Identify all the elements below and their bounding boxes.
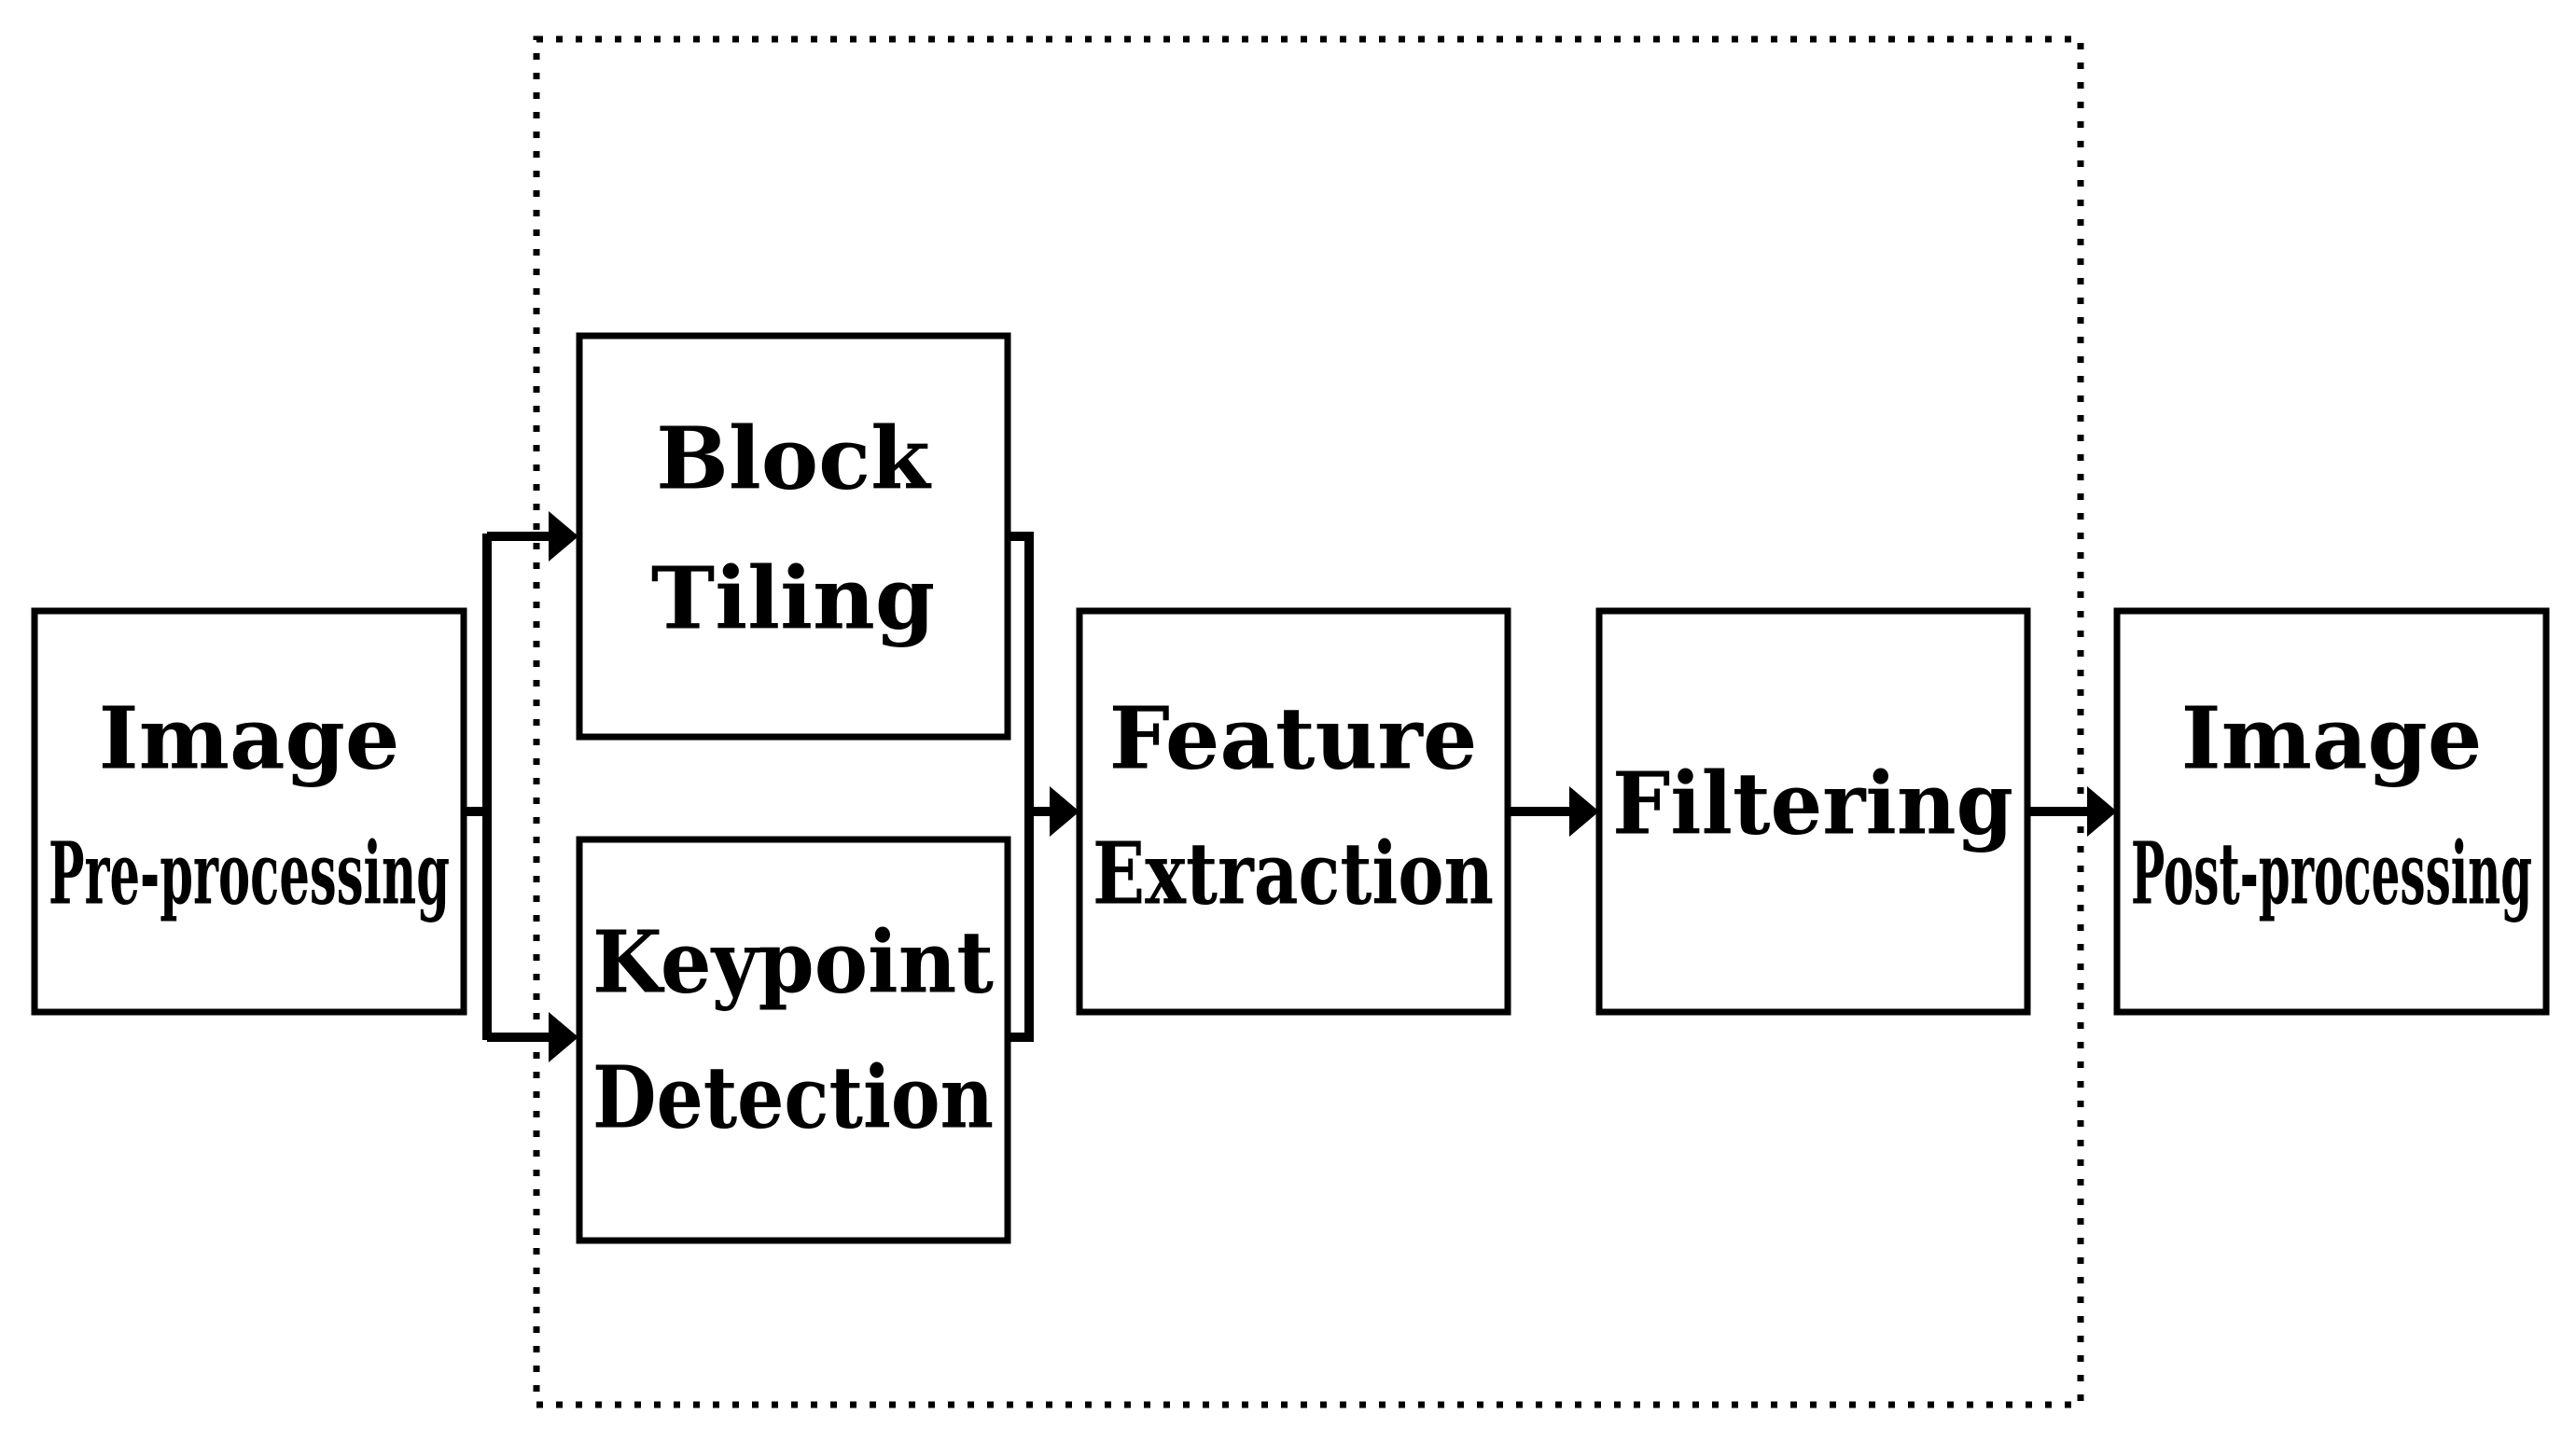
block-keypoint-detection-line2: Detection	[592, 1047, 994, 1148]
arrowhead-keypoint-detection	[549, 1012, 578, 1062]
block-image-preprocessing-line2: Pre-processing	[49, 824, 450, 924]
block-image-postprocessing: Image Post-processing	[2113, 607, 2550, 1016]
block-filtering-frame	[1595, 607, 2031, 1016]
arrowhead-filtering	[1569, 786, 1599, 837]
block-image-preprocessing-line1: Image	[99, 688, 400, 789]
block-keypoint-detection-frame	[576, 836, 1011, 1244]
block-image-preprocessing: Image Pre-processing	[31, 607, 467, 1016]
block-image-postprocessing-frame	[2113, 607, 2550, 1016]
block-block-tiling-line1: Block	[656, 409, 932, 509]
block-image-preprocessing-frame	[31, 607, 467, 1016]
block-block-tiling-frame	[576, 332, 1011, 741]
arrowheads	[549, 511, 2117, 1062]
block-feature-extraction-frame	[1076, 607, 1511, 1016]
block-feature-extraction: Feature Extraction	[1076, 607, 1511, 1016]
block-image-postprocessing-line2: Post-processing	[2131, 824, 2532, 924]
block-feature-extraction-line1: Feature	[1109, 688, 1478, 789]
block-image-postprocessing-line1: Image	[2181, 688, 2483, 789]
block-feature-extraction-line2: Extraction	[1093, 824, 1494, 924]
arrowhead-postprocessing	[2087, 786, 2117, 837]
block-keypoint-detection: Keypoint Detection	[576, 836, 1011, 1244]
block-block-tiling-line2: Tiling	[651, 548, 936, 649]
block-filtering: Filtering	[1595, 607, 2031, 1016]
arrowhead-block-tiling	[549, 511, 578, 562]
block-filtering-line1: Filtering	[1612, 754, 2013, 854]
processing-group-boundary	[533, 35, 2084, 1408]
arrowhead-feature-extraction	[1050, 786, 1079, 837]
connectors	[464, 532, 2093, 1042]
block-keypoint-detection-line1: Keypoint	[592, 912, 994, 1013]
block-block-tiling: Block Tiling	[576, 332, 1011, 741]
